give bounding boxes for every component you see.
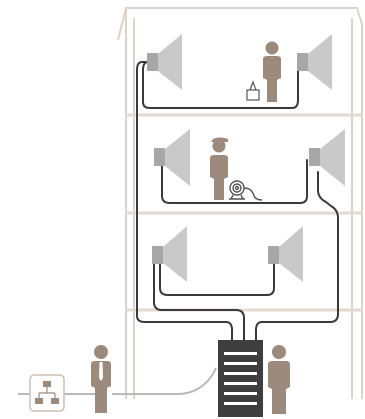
speaker-icon: [279, 226, 303, 282]
rack-slot-1: [224, 352, 257, 355]
person-tie-body: [91, 361, 111, 413]
network-cable: [18, 367, 217, 395]
equipment-rack-icon: [218, 340, 263, 417]
bell-box: [246, 89, 260, 101]
speaker-top-right: [297, 34, 332, 90]
speaker-icon: [163, 226, 187, 282]
person-top-body: [263, 56, 281, 102]
building: [117, 7, 363, 399]
speaker-icon: [320, 129, 345, 186]
speaker-top-left: [147, 34, 182, 90]
hose-reel-stand: [229, 194, 245, 200]
person-tie-head: [94, 345, 108, 359]
network-links: [38, 387, 56, 398]
cable-riser-right: [255, 171, 339, 341]
rack-slot-6: [224, 402, 257, 405]
speaker-lower-left: [152, 226, 187, 282]
person-rack-head: [272, 345, 286, 359]
bell-top: [249, 80, 257, 91]
cable-riser-left: [136, 61, 233, 341]
speaker-top-right-box: [297, 53, 308, 71]
speaker-lower-right: [268, 226, 303, 282]
speaker-middle-right-box: [309, 148, 320, 166]
network-switch-icon: [29, 374, 65, 412]
person-cap-body: [210, 155, 228, 200]
person-cap-head: [212, 139, 226, 153]
speaker-lower-right-box: [268, 246, 279, 264]
speaker-middle-right: [309, 129, 345, 186]
person-tie: [99, 362, 103, 381]
speaker-cables: [136, 61, 339, 341]
cable-floor-lower-outer: [153, 261, 245, 341]
speaker-icon: [165, 129, 190, 186]
rack-slot-2: [224, 362, 257, 365]
speaker-icon: [158, 34, 182, 90]
rack-body: [218, 340, 263, 417]
speaker-top-left-box: [147, 53, 158, 71]
person-with-tie-icon: [91, 345, 111, 413]
hose-reel-outer: [229, 180, 245, 196]
rack-slot-5: [224, 392, 257, 395]
speaker-middle-left-box: [154, 148, 165, 166]
rack-slot-3: [224, 372, 257, 375]
hose-reel-inner: [234, 185, 240, 191]
network-node-right: [51, 398, 59, 404]
speaker-middle-left: [154, 129, 190, 186]
person-cap-visor: [211, 137, 228, 142]
cable-floor-middle: [161, 159, 308, 204]
speaker-lower-left-box: [152, 246, 163, 264]
cable-floor-top: [142, 61, 299, 109]
person-icon: [268, 345, 290, 414]
person-rack-body: [268, 361, 290, 414]
building-roof-outline: [117, 7, 363, 399]
person-icon: [263, 41, 281, 102]
network-node-top: [43, 381, 51, 387]
bell-icon: [246, 80, 260, 101]
cable-floor-lower-inner: [159, 261, 275, 296]
person-with-cap-icon: [210, 137, 228, 200]
network-node-left: [35, 398, 43, 404]
speaker-icon: [308, 34, 332, 90]
person-top-head: [265, 41, 279, 55]
hose-reel-icon: [229, 180, 263, 201]
hose-reel-middle: [232, 183, 242, 193]
hose-reel-hose: [243, 187, 263, 201]
rack-slot-4: [224, 382, 257, 385]
